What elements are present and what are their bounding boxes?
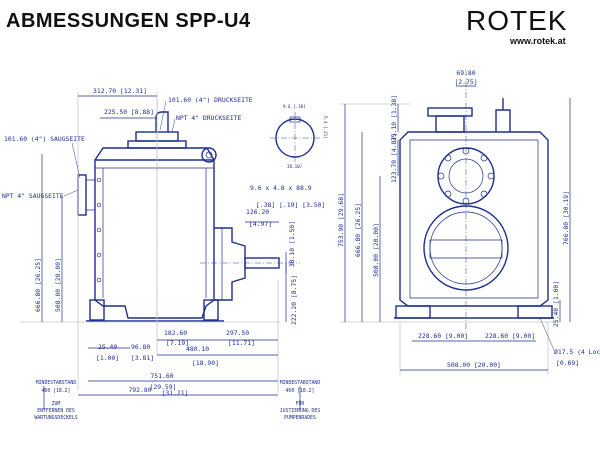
label-saugseite: 101.60 (4") SAUGSEITE [4, 135, 85, 143]
label-druckseite: 101.60 (4") DRUCKSEITE [168, 96, 253, 104]
keyway-dims-in: [.38] [.19] [3.50] [256, 201, 325, 209]
svg-text:MINDESTABSTAND: MINDESTABSTAND [36, 380, 77, 386]
front-view [394, 70, 554, 335]
rotek-logo: ROTEK www.rotek.at [466, 5, 567, 46]
pump-shaft [244, 257, 280, 269]
front-priming-valve [495, 109, 511, 132]
side-dimensions: 312.70 [12.31] 225.50 [8.88] 101.60 (4")… [2, 87, 325, 410]
mounting-holes-in: [0.69] [556, 359, 579, 367]
clearance-note-left: MINDESTABSTAND 460 [18.2] ZUM ENTFERNEN … [34, 380, 77, 421]
svg-text:JUSTIERUNG DES: JUSTIERUNG DES [280, 408, 321, 414]
dim-666-80-front: 666.80 [26.25] [354, 203, 362, 257]
svg-text:460 [18.2]: 460 [18.2] [42, 388, 71, 394]
front-casing-outline [399, 131, 549, 307]
dim-228-60-left: 228.60 [9.00] [418, 332, 468, 340]
keyway-dims: 9.6 x 4.8 x 88.9 [250, 184, 312, 192]
dim-312-70: 312.70 [12.31] [93, 87, 147, 95]
lifting-eye [201, 147, 217, 163]
cover-bolts [96, 177, 102, 283]
dim-222-20: 222.20 [8.75] [290, 275, 298, 325]
drawing-title: ABMESSUNGEN SPP-U4 [6, 10, 251, 32]
website-label: www.rotek.at [509, 36, 566, 46]
dim-126-20: 126.20 [246, 208, 269, 216]
label-npt-druckseite: NPT 4" DRUCKSEITE [176, 114, 242, 122]
svg-text:ZUM: ZUM [52, 401, 61, 407]
dim-751-60: 751.60 [150, 372, 173, 380]
dim-297-50: 297.50 [226, 329, 249, 337]
dim-792-80: 792.80 [128, 386, 151, 394]
side-foot-left [89, 299, 105, 321]
dim-225-50: 225.50 [8.88] [104, 108, 154, 116]
dim-25-40-front: 25.40 [1.00] [552, 281, 560, 327]
dim-753-90: 753.90 [29.68] [337, 193, 345, 247]
dim-38-10-detail: 38.10/ [287, 164, 303, 169]
dim-751-60-in: [29.59] [150, 383, 177, 391]
dim-666-80-side: 666.80 [26.25] [34, 258, 42, 312]
dim-480-10-in: [18.90] [192, 359, 219, 367]
priming-valve [155, 111, 169, 132]
dim-182-60-in: [7.19] [166, 339, 189, 347]
dim-766-80: 766.80 [30.19] [562, 191, 570, 245]
dim-228-60-right: 228.60 [9.00] [485, 332, 535, 340]
dim-69-80-in: [2.75] [454, 78, 477, 86]
svg-text:ENTFERNEN DES: ENTFERNEN DES [37, 408, 75, 414]
dim-123-70: 123.70 [4.87] [390, 133, 398, 183]
dim-25-40-side-in: [1.00] [96, 354, 119, 362]
svg-text:WARTUNGSDECKELS: WARTUNGSDECKELS [34, 415, 77, 421]
dim-9-6: 9.6 [.38] [283, 104, 306, 109]
side-foot-right [203, 299, 219, 321]
suction-flange [77, 174, 87, 216]
shaft-keyway-detail: 9.6 [.38] 5.4 [.21] 38.10/ [270, 104, 328, 169]
dim-297-50-in: [11.71] [228, 339, 255, 347]
side-casing-outline [94, 159, 215, 319]
dim-38-10-side: 38.10 [1.50] [288, 221, 296, 267]
dim-25-40-side: 25.40 [98, 343, 117, 351]
dim-96-80: 96.80 [131, 343, 150, 351]
dim-96-80-in: [3.81] [131, 354, 154, 362]
side-casing-top [94, 147, 215, 161]
front-foot-left [395, 305, 431, 319]
dim-508-00-front: 508.00 [20.00] [372, 223, 380, 277]
dim-792-80-in: [31.21] [162, 389, 189, 397]
label-npt-saugseite: NPT 4" SAUGSEITE [2, 192, 64, 200]
dim-35-10: 35.10 [1.38] [390, 95, 398, 141]
dim-5-4: 5.4 [.21] [323, 116, 328, 139]
mounting-holes: Ø17.5 (4 Loch) [554, 348, 600, 356]
svg-text:FÜR: FÜR [296, 400, 305, 407]
front-foot-right [517, 305, 553, 319]
bearing-housing [214, 227, 246, 301]
svg-text:ROTEK: ROTEK [466, 5, 567, 36]
dim-508-00-width: 508.00 [20.00] [447, 361, 501, 369]
svg-text:460 [18.2]: 460 [18.2] [286, 388, 315, 394]
front-discharge-flange [427, 107, 473, 117]
svg-text:MINDESTABSTAND: MINDESTABSTAND [280, 380, 321, 386]
dim-508-00-side: 508.00 [20.00] [54, 258, 62, 312]
dim-182-60: 182.60 [164, 329, 187, 337]
dim-69-80: 69.80 [456, 69, 475, 77]
dim-126-20-in: [4.97] [249, 220, 272, 228]
clearance-note-right: MINDESTABSTAND 460 [18.2] FÜR JUSTIERUNG… [280, 380, 321, 421]
front-dimensions: 69.80 [2.75] 35.10 [1.38] 123.70 [4.87] … [337, 69, 600, 375]
dim-480-10: 480.10 [186, 345, 209, 353]
svg-text:PUMPENRADES: PUMPENRADES [284, 415, 316, 421]
